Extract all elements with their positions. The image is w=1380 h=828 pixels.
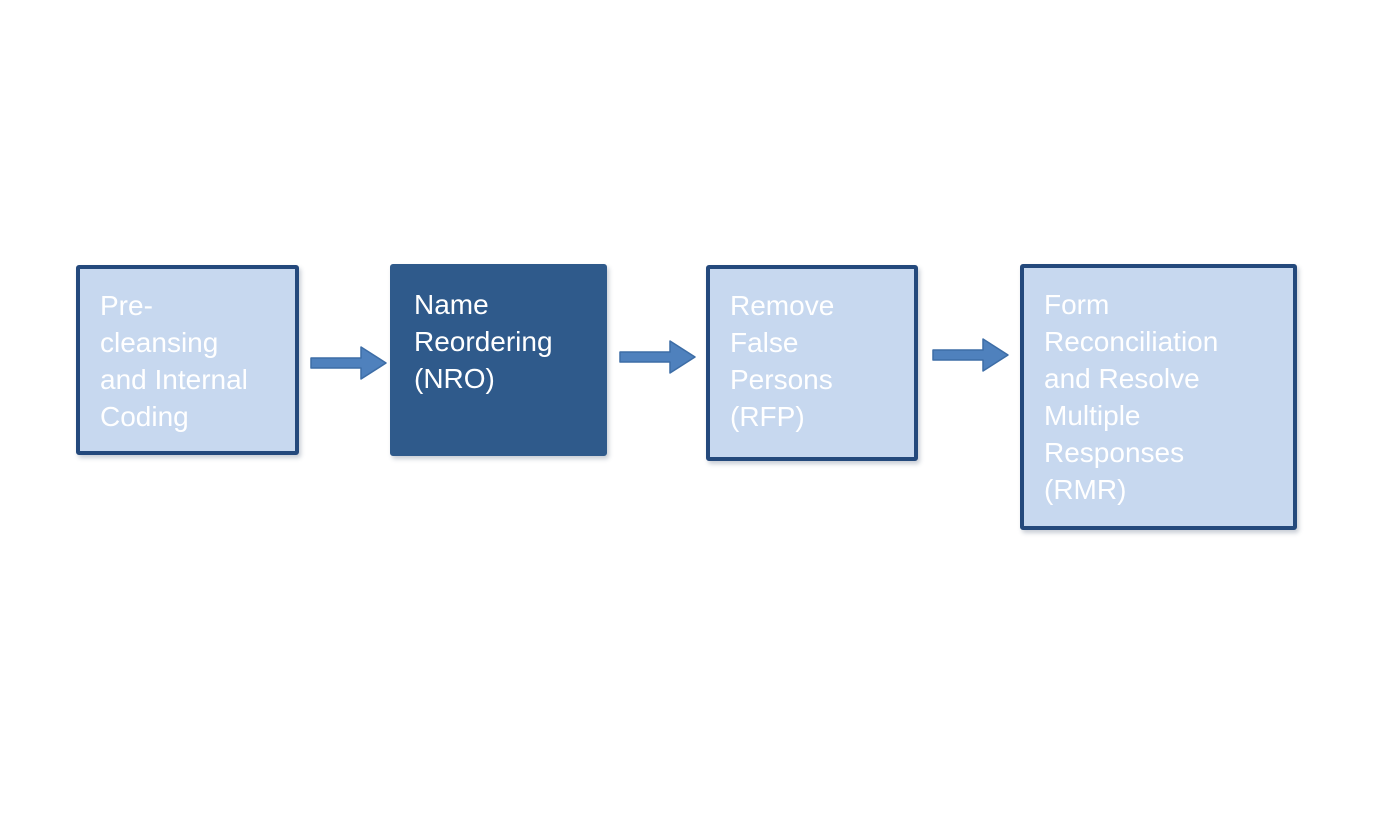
step-label-remove-false-persons: Remove False Persons (RFP) xyxy=(730,290,835,432)
step-label-pre-cleansing: Pre- cleansing and Internal Coding xyxy=(100,290,248,432)
step-label-name-reordering: Name Reordering (NRO) xyxy=(414,289,553,394)
step-box-pre-cleansing: Pre- cleansing and Internal Coding xyxy=(76,265,299,455)
step-box-remove-false-persons: Remove False Persons (RFP) xyxy=(706,265,918,461)
step-box-name-reordering: Name Reordering (NRO) xyxy=(390,264,607,456)
flow-arrow-3-right-icon xyxy=(932,338,1009,372)
flow-arrow-1-right-icon xyxy=(310,346,387,380)
step-box-form-reconciliation: Form Reconciliation and Resolve Multiple… xyxy=(1020,264,1297,530)
flow-arrow-2-right-icon xyxy=(619,340,696,374)
step-label-form-reconciliation: Form Reconciliation and Resolve Multiple… xyxy=(1044,289,1219,505)
